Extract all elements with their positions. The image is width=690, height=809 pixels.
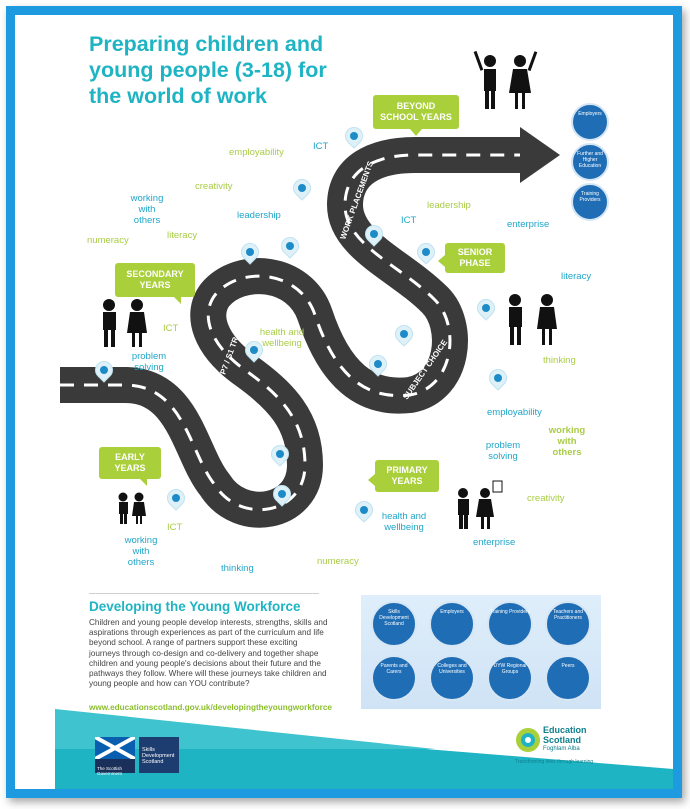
word-thinking: thinking	[543, 355, 576, 366]
word-health-and-wellbeing: health and wellbeing	[259, 327, 305, 349]
partner-dyw-icon: DYW Regional Groups	[487, 655, 533, 701]
poster: Preparing children and young people (3-1…	[15, 15, 673, 789]
road-graphic: WORK PLACEMENTS P7 / S1 TRANSITION SUBJE…	[60, 50, 560, 529]
section-body: Children and young people develop intere…	[89, 618, 328, 689]
beyond-education-icon: Further and Higher Education	[571, 143, 609, 181]
saltire-icon	[94, 735, 136, 761]
divider	[89, 593, 319, 594]
word-enterprise-2: enterprise	[473, 537, 516, 548]
word-working-with-others: working with others	[130, 193, 164, 226]
stage-beyond-school-years: BEYOND SCHOOL YEARS	[373, 95, 459, 136]
beyond-employers-icon: Employers	[571, 103, 609, 141]
page-title: Preparing children and young people (3-1…	[89, 32, 327, 108]
scottish-government-logo: The Scottish Government	[94, 735, 136, 776]
partner-training-icon: Training Providers	[487, 601, 533, 647]
es-swirl-icon	[516, 728, 540, 752]
word-thinking-2: thinking	[221, 563, 254, 574]
website-link[interactable]: www.educationscotland.gov.uk/developingt…	[89, 703, 332, 712]
partner-employers-icon: Employers	[429, 601, 475, 647]
early-figures-icon	[118, 492, 146, 524]
beyond-training-icon: Training Providers	[571, 183, 609, 221]
adult-figures-icon	[473, 50, 538, 109]
word-leadership-2: leadership	[427, 200, 471, 211]
word-ict-2: ICT	[401, 215, 417, 226]
word-employability: employability	[229, 147, 284, 158]
word-creativity-2: creativity	[527, 493, 565, 504]
word-ict: ICT	[313, 141, 329, 152]
word-creativity: creativity	[195, 181, 233, 192]
partner-teachers-icon: Teachers and Practitioners	[545, 601, 591, 647]
stage-early-years: EARLY YEARS	[99, 447, 161, 486]
sds-logo: Skills Development Scotland	[139, 737, 179, 773]
partner-sds-icon: Skills Development Scotland	[371, 601, 417, 647]
word-health-and-wellbeing-2: health and wellbeing	[381, 511, 427, 533]
word-leadership: leadership	[237, 210, 281, 221]
partner-peers-icon: Peers	[545, 655, 591, 701]
education-scotland-logo: Education Scotland Foghlam Alba Transfor…	[515, 725, 594, 765]
partner-colleges-icon: Colleges and Universities	[429, 655, 475, 701]
teen-figures-icon	[509, 294, 557, 345]
poster-frame: Preparing children and young people (3-1…	[6, 6, 682, 798]
word-numeracy: numeracy	[87, 235, 129, 246]
stage-primary-years: PRIMARY YEARS	[368, 460, 439, 492]
word-problem-solving: problem solving	[131, 351, 167, 373]
word-ict-4: ICT	[167, 522, 183, 533]
word-ict-3: ICT	[163, 323, 179, 334]
partner-parents-icon: Parents and Carers	[371, 655, 417, 701]
word-enterprise: enterprise	[507, 219, 550, 230]
primary-figures-icon	[458, 480, 503, 529]
section-heading: Developing the Young Workforce	[89, 599, 301, 614]
secondary-figures-icon	[103, 299, 147, 347]
word-working-with-others-3: working with others	[124, 535, 158, 568]
stage-secondary-years: SECONDARY YEARS	[115, 263, 195, 304]
word-employability-2: employability	[487, 407, 542, 418]
stage-senior-phase: SENIOR PHASE	[438, 243, 505, 273]
word-numeracy-2: numeracy	[317, 556, 359, 567]
word-working-with-others-2: working with others	[548, 425, 586, 458]
word-problem-solving-2: problem solving	[485, 440, 521, 462]
word-literacy-2: literacy	[561, 271, 592, 282]
road-arrow-head	[520, 127, 560, 183]
word-literacy: literacy	[167, 230, 198, 241]
